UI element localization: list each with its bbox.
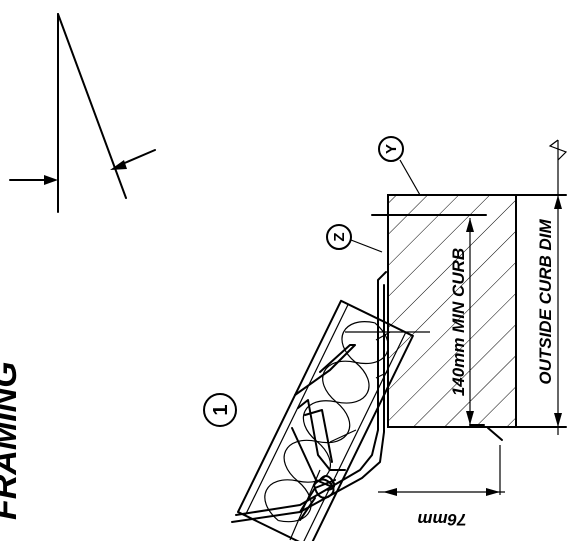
- tag-y-label: Y: [383, 144, 400, 154]
- tag-y: Y: [378, 136, 421, 196]
- dimension-outside-curb: OUTSIDE CURB DIM: [489, 139, 568, 435]
- dimension-min-curb-label: 140mm MIN CURB: [449, 248, 468, 396]
- wood-curb: [387, 194, 517, 428]
- insulation-fill: [264, 321, 389, 523]
- dimension-min-curb: 140mm MIN CURB: [371, 214, 487, 426]
- tag-1-label: 1: [210, 404, 232, 415]
- tag-1: 1: [203, 393, 237, 427]
- drawing-title: FRAMING: [0, 361, 24, 520]
- tag-z-label: Z: [331, 232, 348, 241]
- slope-indicator: [9, 13, 156, 213]
- dimension-76mm-label: 76mm: [417, 510, 466, 529]
- insulated-panel-body: [237, 299, 414, 541]
- dimension-outside-curb-label: OUTSIDE CURB DIM: [536, 219, 555, 385]
- dimension-76mm: 76mm: [378, 427, 505, 529]
- tag-z: Z: [326, 224, 383, 253]
